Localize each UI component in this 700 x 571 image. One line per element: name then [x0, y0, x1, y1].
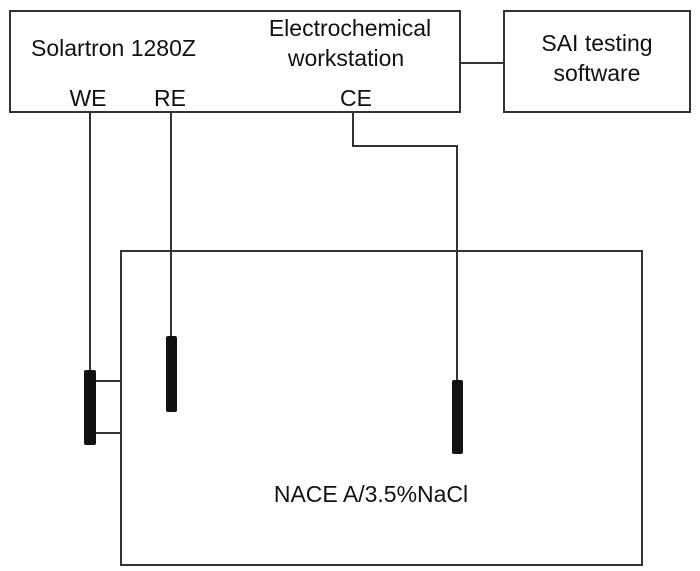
counter-electrode — [452, 380, 463, 454]
ce-wire — [352, 112, 458, 380]
electrolytic-cell — [120, 250, 643, 566]
software-label-line1: SAI testing — [541, 30, 652, 56]
working-electrode — [84, 370, 96, 445]
solution-label: NACE A/3.5%NaCl — [274, 481, 468, 507]
terminal-re-label: RE — [154, 85, 186, 111]
software-label-line2: software — [554, 60, 641, 86]
workstation-name: Solartron 1280Z — [31, 35, 196, 61]
software-box — [503, 10, 691, 113]
terminal-ce-label: CE — [340, 85, 372, 111]
workstation-title-line2: workstation — [287, 45, 404, 71]
terminal-we-label: WE — [69, 85, 106, 111]
workstation-title-line1: Electrochemical — [269, 15, 431, 41]
reference-electrode — [166, 336, 177, 412]
workstation-box — [9, 10, 461, 113]
